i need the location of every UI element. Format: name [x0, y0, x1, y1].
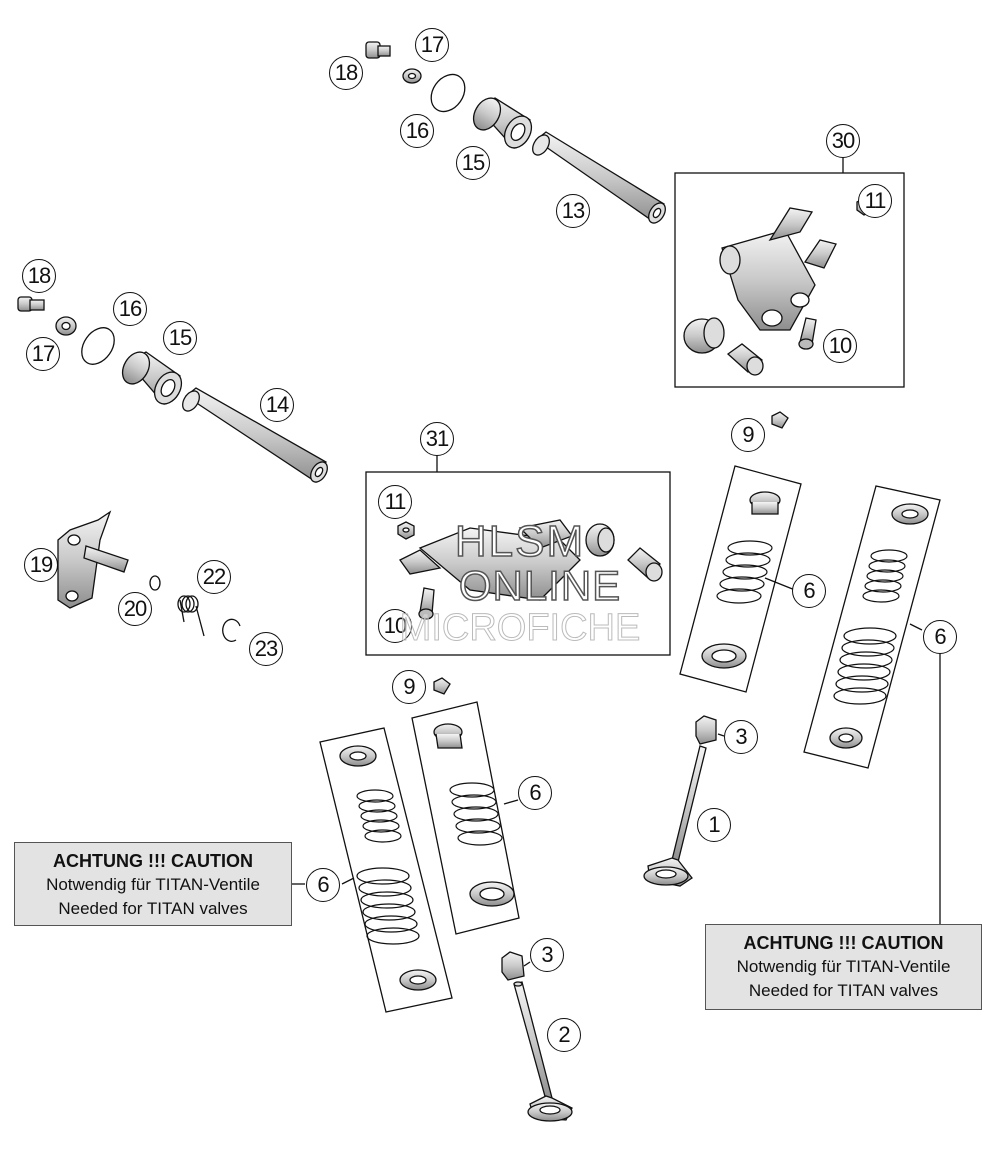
rocker-shaft-14: [182, 387, 328, 483]
valve-seal-3-left: [501, 951, 525, 981]
caution-line2-left: Needed for TITAN valves: [58, 899, 248, 918]
caution-line2-right: Needed for TITAN valves: [748, 981, 939, 1000]
callout-15-left: 15: [163, 321, 197, 355]
o-ring-16-top: [430, 73, 466, 113]
caution-note-left: ACHTUNG !!! CAUTION Notwendig für TITAN-…: [14, 842, 292, 926]
roller-box30: [683, 317, 725, 354]
callout-9-left: 9: [392, 670, 426, 704]
circlip-23: [222, 618, 241, 642]
spring-kit-6-left-b: [319, 727, 453, 1013]
callout-11-box30: 11: [858, 184, 892, 218]
callout-6-right-a: 6: [792, 574, 826, 608]
caution-line1-left: Notwendig für TITAN-Ventile: [46, 875, 260, 894]
callout-30: 30: [826, 124, 860, 158]
nut-11-box31: [397, 521, 415, 540]
callout-15-top: 15: [456, 146, 490, 180]
caution-title-right: ACHTUNG !!! CAUTION: [743, 933, 944, 953]
caution-line1-right: Notwendig für TITAN-Ventile: [736, 957, 951, 976]
callout-20: 20: [118, 592, 152, 626]
callout-31: 31: [420, 422, 454, 456]
callout-14: 14: [260, 388, 294, 422]
rocker-arm-31: [399, 519, 615, 601]
callout-3-right: 3: [724, 720, 758, 754]
spring-kit-6-right-b-contents: [829, 503, 929, 749]
screw-18-left: [17, 296, 45, 312]
caution-title-left: ACHTUNG !!! CAUTION: [53, 851, 253, 871]
callout-10-box31: 10: [378, 609, 412, 643]
spring-kit-6-left-b-contents: [339, 745, 437, 991]
spring-kit-6-left-a: [411, 701, 520, 935]
pin-box30: [726, 343, 764, 376]
valve-keeper-9-right: [771, 411, 789, 429]
valve-1: [643, 745, 707, 887]
decompressor-19: [57, 510, 129, 609]
spring-22: [177, 595, 205, 637]
callout-17-top: 17: [415, 28, 449, 62]
callout-9-right: 9: [731, 418, 765, 452]
callout-10-box30: 10: [823, 329, 857, 363]
rocker-arm-30: [719, 207, 837, 331]
caution-note-right: ACHTUNG !!! CAUTION Notwendig für TITAN-…: [705, 924, 982, 1010]
valve-seal-3-right: [695, 715, 717, 745]
callout-18-left: 18: [22, 259, 56, 293]
callout-1: 1: [697, 808, 731, 842]
spring-kit-6-right-b: [803, 485, 941, 769]
callout-13: 13: [556, 194, 590, 228]
callout-16-top: 16: [400, 114, 434, 148]
callout-22: 22: [197, 560, 231, 594]
valve-2: [513, 981, 573, 1122]
callout-6-left-a: 6: [518, 776, 552, 810]
valve-keeper-9-left: [433, 677, 451, 695]
adjust-screw-10-box30: [798, 317, 817, 350]
pin-box31: [627, 547, 663, 582]
adjust-screw-10-box31: [418, 587, 435, 620]
callout-2: 2: [547, 1018, 581, 1052]
callout-23: 23: [249, 632, 283, 666]
callout-17-left: 17: [26, 337, 60, 371]
callout-6-right-b: 6: [923, 620, 957, 654]
bearing-15-top: [472, 97, 533, 150]
ring-20: [149, 575, 161, 591]
screw-18-top: [365, 41, 391, 59]
bearing-15-left: [121, 351, 183, 406]
spring-kit-6-right-a-contents: [701, 491, 781, 669]
callout-19: 19: [24, 548, 58, 582]
spring-kit-6-left-a-contents: [433, 723, 515, 907]
callout-6-left-b: 6: [306, 868, 340, 902]
o-ring-16-left: [81, 327, 115, 365]
callout-18-top: 18: [329, 56, 363, 90]
callout-16-left: 16: [113, 292, 147, 326]
callout-11-box31: 11: [378, 485, 412, 519]
rocker-shaft-13: [532, 131, 666, 224]
callout-3-left: 3: [530, 938, 564, 972]
